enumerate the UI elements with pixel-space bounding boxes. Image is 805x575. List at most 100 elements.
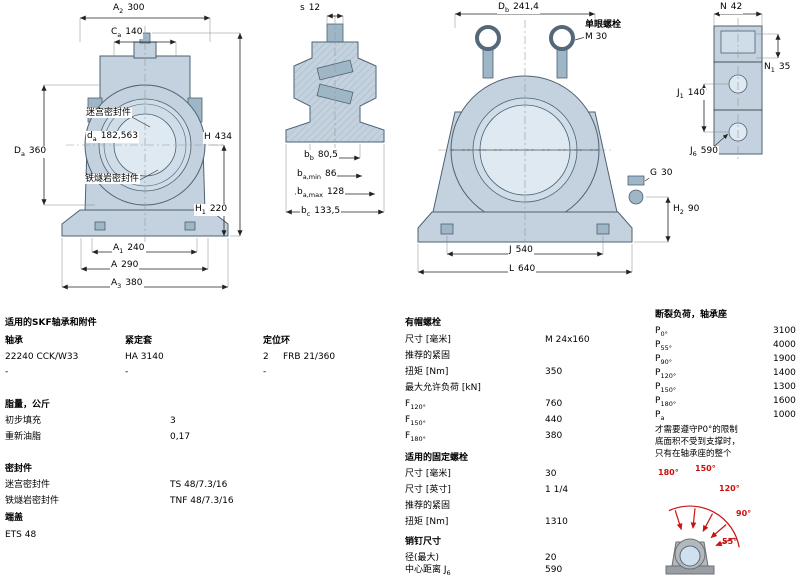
f150-value: 440 [545,415,563,425]
bearing-section-title: 适用的SKF轴承和附件 [5,318,97,328]
breaking-load-note-3: 只有在轴承座的整个 [655,449,732,459]
grease-initial-value: 3 [170,416,176,426]
bearing-col1-dash: - [5,367,9,377]
adapter-sleeve-designation: HA 3140 [125,352,164,362]
p0-label: P0° [655,326,668,338]
f120-value: 760 [545,399,563,409]
housing-front-drawing [417,11,671,275]
f180-label: F180° [405,431,426,443]
p150-value: 1300 [773,382,796,392]
pa-value: 1000 [773,410,796,420]
cap-bolts-title: 有帽螺栓 [405,318,442,328]
pa-label: Pa [655,410,665,422]
p55-label: P55° [655,340,672,352]
fixing-bolt-tighten-label: 推荐的紧固 [405,501,451,511]
grease-relube-value: 0,17 [170,432,191,442]
labyrinth-seal-row-value: TS 48/7.3/16 [170,480,228,490]
p0-value: 3100 [773,326,796,336]
p180-label: P180° [655,396,677,408]
pin-dia-value: 20 [545,553,557,563]
angle-label-120: 120° [719,484,740,493]
load-direction-arrows [668,505,740,548]
fixing-bolt-size-mm-label: 尺寸 [毫米] [405,469,451,479]
load-direction-diagram [665,505,740,575]
p55-value: 4000 [773,340,796,350]
cap-bolt-tighten-label: 推荐的紧固 [405,351,451,361]
cap-bolt-size-value: M 24x160 [545,335,590,345]
pins-title: 销钉尺寸 [405,537,442,547]
cap-bolt-torque-label: 扭矩 [Nm] [405,367,449,377]
locating-ring-designation: FRB 21/360 [283,352,336,362]
side-section-drawing [285,13,385,215]
grease-initial-label: 初步填充 [5,416,42,426]
eyebolt-icon [475,25,501,51]
bearing-designation: 22240 CCK/W33 [5,352,79,362]
bearing-col2-dash: - [125,367,129,377]
fixing-bolt-size-mm-value: 30 [545,469,557,479]
max-load-label: 最大允许负荷 [kN] [405,383,481,393]
eyebolt-icon [549,25,575,51]
f180-value: 380 [545,431,563,441]
fixing-bolt-size-in-value: 1 1/4 [545,485,569,495]
breaking-load-note-1: 才需要遵守P0°的限制 [655,425,738,435]
bearing-col1-header: 轴承 [5,336,24,346]
front-view-leader-lines [129,115,159,182]
pin-dist-label: 中心距离 J6 [405,565,451,575]
p150-label: P150° [655,382,677,394]
taconite-seal-row-label: 铁燧岩密封件 [5,496,60,506]
base-plate-drawing [701,11,781,162]
locating-ring-qty: 2 [263,352,269,362]
fixing-bolts-title: 适用的固定螺栓 [405,453,469,463]
bearing-col2-header: 紧定套 [125,336,153,346]
breaking-load-title: 断裂负荷，轴承座 [655,310,728,320]
mini-housing-bore [679,545,701,567]
angle-label-90: 90° [736,509,752,518]
eyebolt-label: 单眼螺栓 [584,20,623,31]
taconite-seal-label: 铁燧岩密封件 [84,174,141,185]
end-cover-title: 端盖 [5,513,24,523]
p120-value: 1400 [773,368,796,378]
bearing-col3-header: 定位环 [263,336,291,346]
cap-bolt-torque-value: 350 [545,367,563,377]
f120-label: F120° [405,399,426,411]
angle-label-55: 55° [722,537,738,546]
grease-fitting-icon [627,175,645,186]
fixing-bolt-torque-value: 1310 [545,517,568,527]
drawings-canvas [41,11,781,290]
seals-section-title: 密封件 [5,464,33,474]
angle-label-180: 180° [658,468,679,477]
fixing-bolt-size-in-label: 尺寸 [英寸] [405,485,451,495]
labyrinth-seal-row-label: 迷宫密封件 [5,480,51,490]
fixing-bolt-torque-label: 扭矩 [Nm] [405,517,449,527]
angle-label-150: 150° [695,464,716,473]
breaking-load-note-2: 底面积不受到支撑时， [655,437,741,447]
p90-label: P90° [655,354,672,366]
end-cover-value: ETS 48 [5,530,37,540]
pin-dist-value: 590 [545,565,563,575]
front-view-dimension-lines [41,15,243,290]
p120-label: P120° [655,368,677,380]
